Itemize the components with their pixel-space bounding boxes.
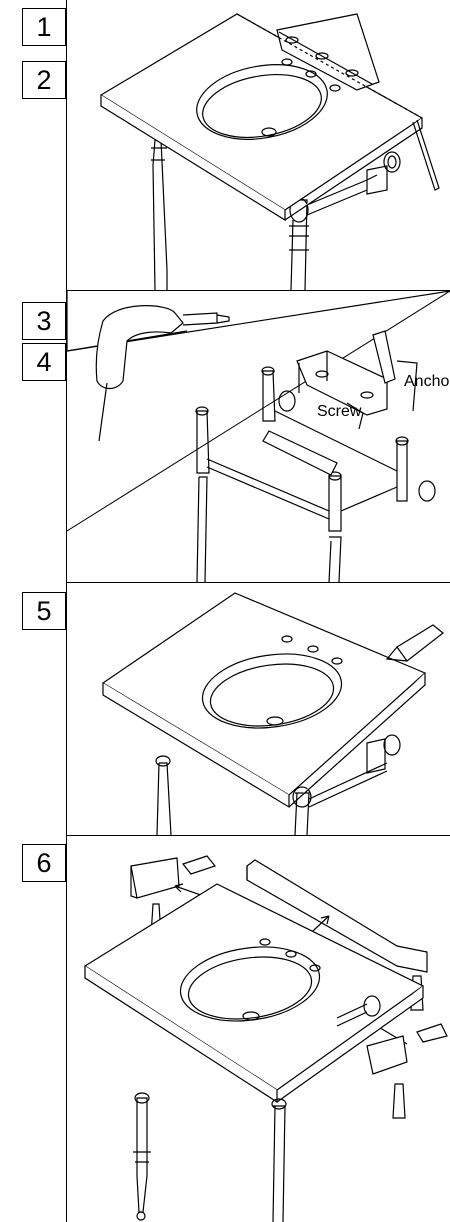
panel-step-3-4: Ancho Screw — [67, 291, 450, 582]
left-frame-line — [66, 0, 67, 1222]
screw-label: Screw — [317, 403, 362, 420]
panel-separator-3 — [66, 835, 450, 836]
step-number-1: 1 — [22, 8, 66, 46]
back-left-leg — [262, 370, 276, 422]
panel-step-5 — [67, 583, 450, 835]
vanity-caulk-illustration — [101, 592, 444, 835]
front-left-leg — [152, 139, 168, 290]
step-number-3: 3 — [22, 302, 66, 340]
backsplash — [246, 859, 428, 973]
drill-bracket-illustration — [67, 291, 450, 582]
caulk-tube — [396, 624, 444, 662]
step-number-5: 5 — [22, 592, 66, 630]
level-tool — [276, 13, 380, 91]
front-right-leg — [290, 199, 308, 290]
drill-icon — [95, 305, 184, 390]
step-number-4: 4 — [22, 343, 66, 381]
step-number-2: 2 — [22, 61, 66, 99]
side-splash-right — [366, 1035, 408, 1075]
backsplash-illustration — [83, 855, 448, 1222]
step-number-6: 6 — [22, 844, 66, 882]
panel-step-1-2 — [67, 0, 450, 290]
anchor-label: Ancho — [404, 373, 450, 390]
side-splash-left — [130, 857, 180, 899]
vanity-level-illustration — [99, 13, 440, 290]
panel-step-6 — [67, 836, 450, 1222]
panel-separator-2 — [66, 582, 450, 583]
panel-separator-1 — [66, 290, 450, 291]
